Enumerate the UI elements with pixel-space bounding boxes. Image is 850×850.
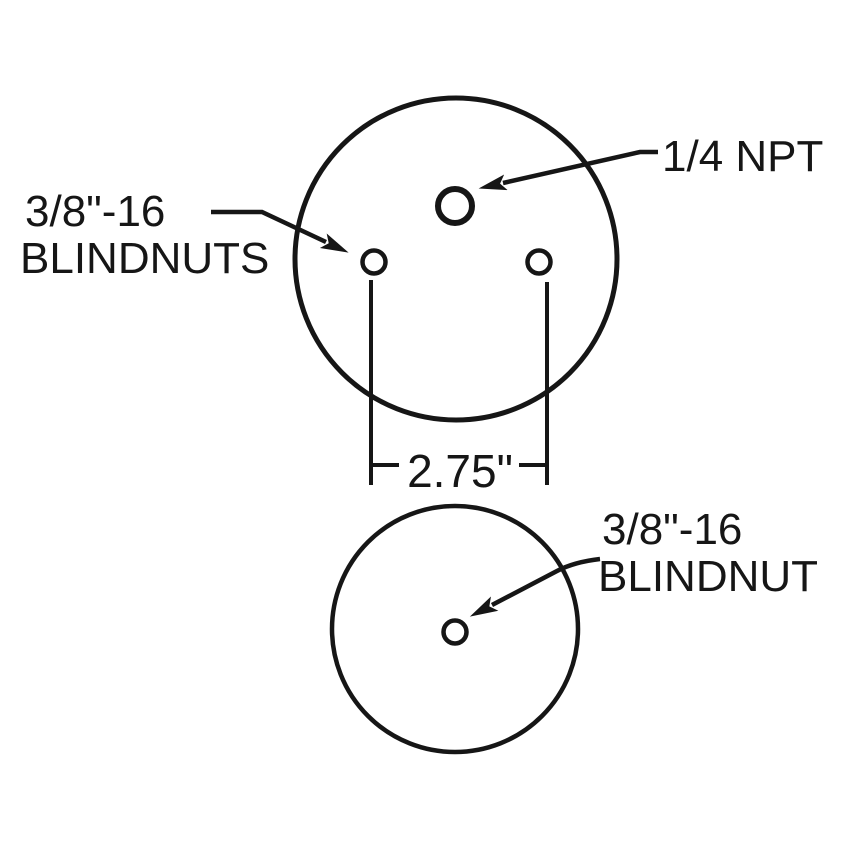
blindnuts-leader-arrow bbox=[211, 209, 349, 253]
blindnuts-label-line2: BLINDNUTS bbox=[20, 234, 269, 283]
npt-leader-arrow bbox=[478, 149, 658, 191]
blindnuts-label-line1: 3/8"-16 bbox=[25, 187, 165, 236]
blindnut-hole-center bbox=[441, 618, 469, 646]
blindnut-hole-left bbox=[360, 248, 388, 276]
top-view: 3/8"-16 BLINDNUTS 1/4 NPT 2.75" bbox=[20, 95, 823, 497]
blindnut-hole-right bbox=[525, 248, 553, 276]
npt-label: 1/4 NPT bbox=[662, 132, 823, 181]
blindnut-leader-arrow bbox=[469, 556, 601, 617]
bottom-view: 3/8"-16 BLINDNUT bbox=[329, 503, 818, 755]
top-plate-outline-circle bbox=[292, 95, 620, 423]
bottom-plate-outline-circle bbox=[329, 503, 581, 755]
blindnut-label-line2: BLINDNUT bbox=[598, 552, 818, 601]
bolt-spacing-dimension-text: 2.75" bbox=[407, 445, 513, 497]
blindnut-label-line1: 3/8"-16 bbox=[602, 505, 742, 554]
npt-port-hole bbox=[435, 186, 475, 226]
